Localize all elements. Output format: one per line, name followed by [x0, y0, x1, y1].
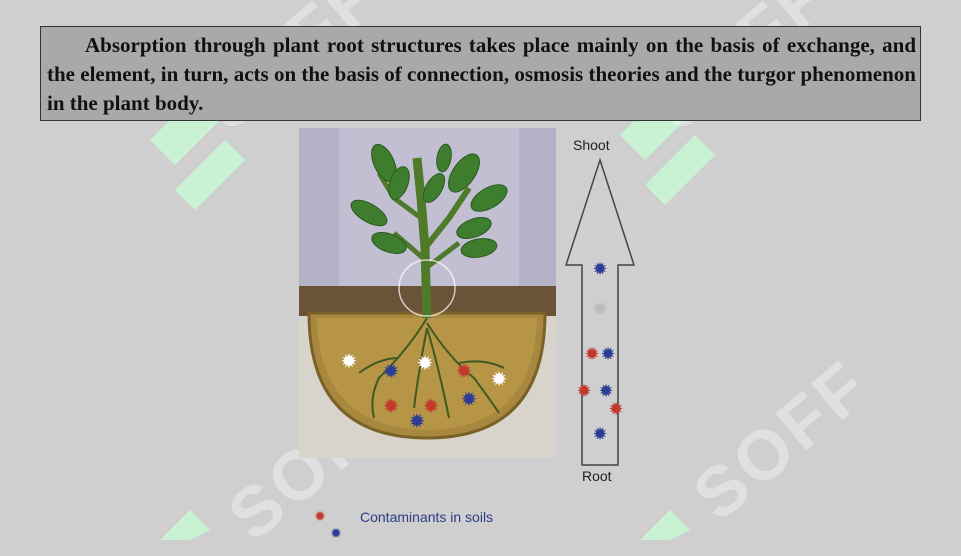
- watermark-text-right: SOFF: [678, 344, 885, 536]
- svg-text:✹: ✹: [409, 409, 426, 433]
- svg-text:✹: ✹: [423, 394, 440, 418]
- watermark-logo-bottom-left: [160, 510, 210, 540]
- svg-text:✹: ✹: [491, 367, 508, 391]
- svg-text:✹: ✹: [314, 509, 326, 525]
- svg-text:✹: ✹: [584, 344, 599, 365]
- svg-text:✹: ✹: [598, 381, 613, 402]
- legend-label: Contaminants in soils: [360, 509, 494, 525]
- svg-text:✹: ✹: [608, 399, 623, 420]
- plant-root-illustration: ✹ ✹ ✹ ✹ ✹ ✹ ✹ ✹ ✹: [299, 128, 556, 458]
- svg-text:✹: ✹: [417, 351, 434, 375]
- svg-text:✹: ✹: [341, 349, 358, 373]
- contaminant-legend-icon: ✹ ✹: [314, 509, 342, 540]
- svg-text:✹: ✹: [600, 344, 615, 365]
- svg-text:✹: ✹: [461, 387, 478, 411]
- watermark-logo-bottom-right: [640, 510, 690, 540]
- svg-text:✹: ✹: [592, 259, 607, 280]
- svg-text:✹: ✹: [592, 299, 607, 320]
- svg-text:✹: ✹: [576, 381, 591, 402]
- description-paragraph: Absorption through plant root structures…: [40, 26, 921, 121]
- shoot-label: Shoot: [573, 137, 610, 153]
- svg-text:✹: ✹: [456, 359, 473, 383]
- svg-text:✹: ✹: [383, 359, 400, 383]
- svg-text:✹: ✹: [383, 394, 400, 418]
- root-label: Root: [582, 468, 612, 484]
- svg-text:✹: ✹: [330, 526, 342, 540]
- svg-text:✹: ✹: [592, 424, 607, 445]
- shoot-root-arrow: ✹ ✹ ✹ ✹ ✹ ✹ ✹ ✹: [564, 157, 636, 466]
